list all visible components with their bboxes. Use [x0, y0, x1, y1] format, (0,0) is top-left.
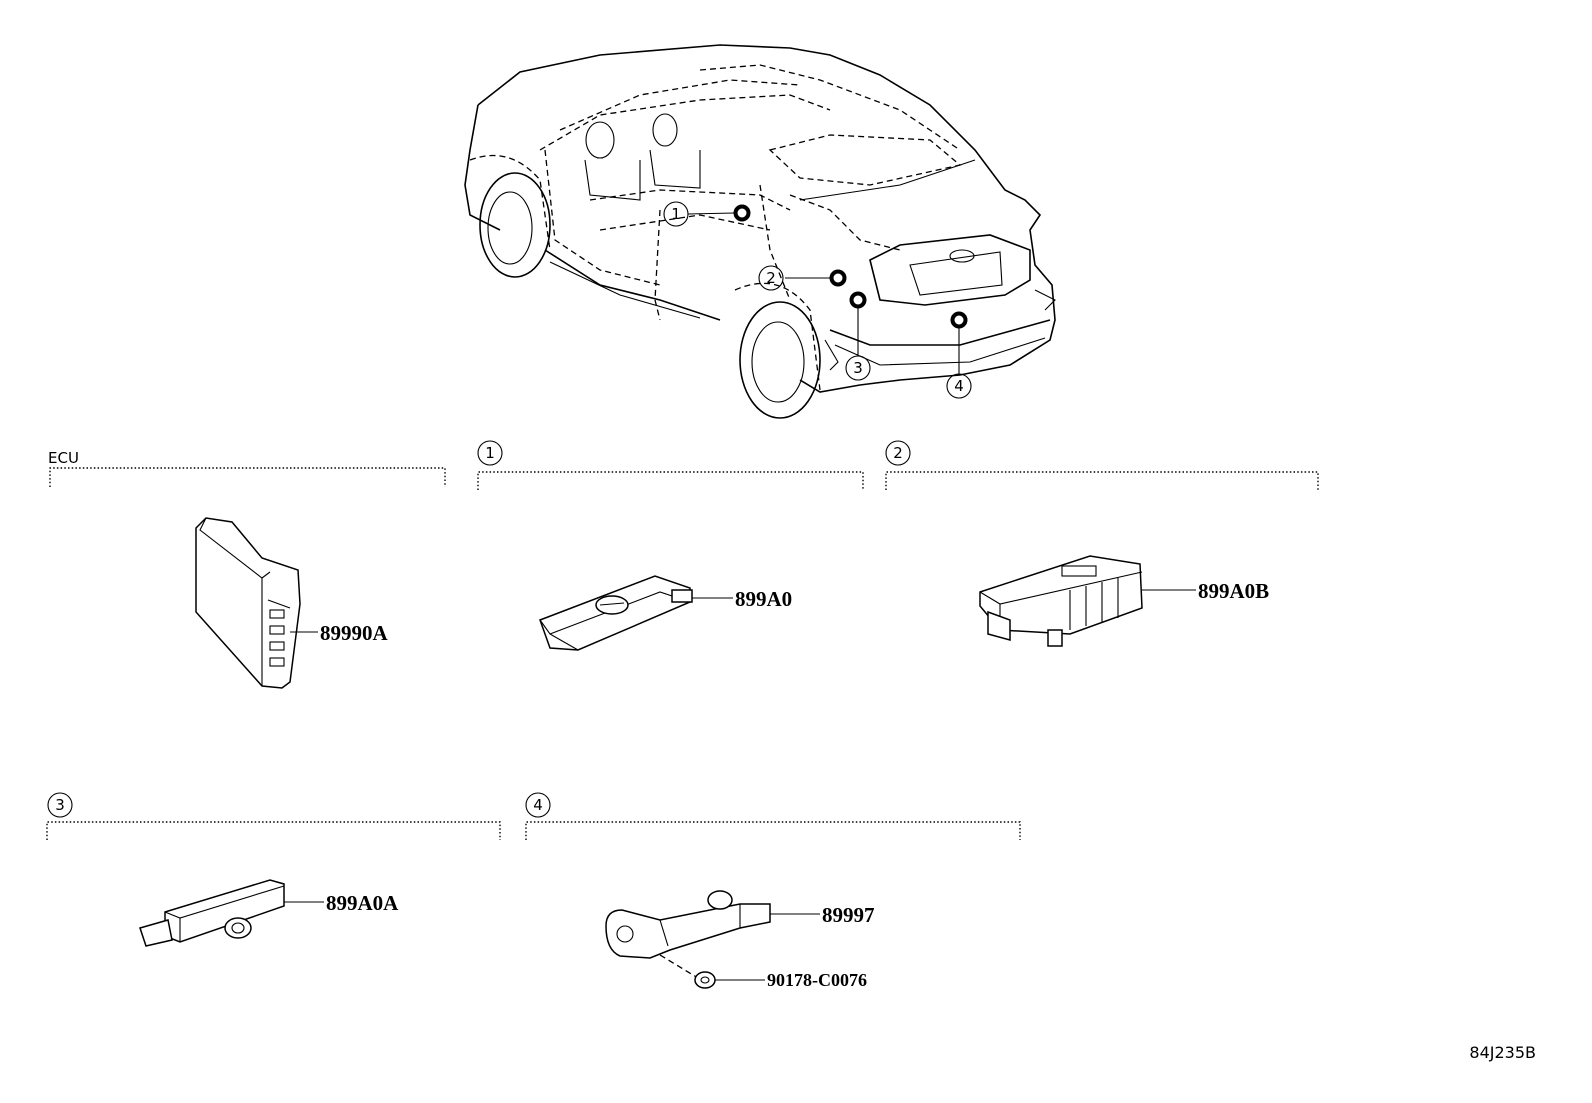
sensor-2-drawing	[979, 555, 1143, 647]
group-bracket-1	[477, 471, 864, 490]
group-bracket-ecu	[49, 467, 446, 487]
sensor-4-drawing	[605, 890, 771, 989]
part-number-899A0A: 899A0A	[326, 891, 399, 915]
group-marker-2: 2	[893, 444, 903, 462]
ecu-module-drawing	[195, 517, 301, 689]
car-callout-2: 2	[766, 269, 776, 287]
car-callout-1: 1	[671, 205, 681, 223]
group-marker-1: 1	[485, 444, 495, 462]
group-bracket-2	[885, 471, 1319, 490]
sensor-3-drawing	[139, 879, 285, 947]
group-bracket-3	[46, 821, 501, 840]
part-number-899A0B: 899A0B	[1198, 579, 1269, 603]
car-callout-3: 3	[853, 359, 863, 377]
group-bracket-4	[525, 821, 1021, 840]
part-number-899A0: 899A0	[735, 587, 792, 611]
sensor-1-drawing	[539, 575, 693, 651]
car-callout-4: 4	[954, 377, 964, 395]
group-marker-circle-1	[477, 440, 503, 466]
group-marker-circle-4	[525, 792, 551, 818]
group-marker-4: 4	[533, 796, 543, 814]
part-number-89997: 89997	[822, 903, 875, 927]
group-marker-circle-2	[885, 440, 911, 466]
part-number-90178-C0076: 90178-C0076	[767, 970, 867, 990]
vehicle-illustration	[464, 44, 1056, 419]
illustration-code: 84J235B	[1469, 1043, 1536, 1062]
part-number-89990A: 89990A	[320, 621, 389, 645]
group-marker-circle-3	[47, 792, 73, 818]
group-marker-3: 3	[55, 796, 65, 814]
group-title-ecu: ECU	[48, 449, 79, 467]
